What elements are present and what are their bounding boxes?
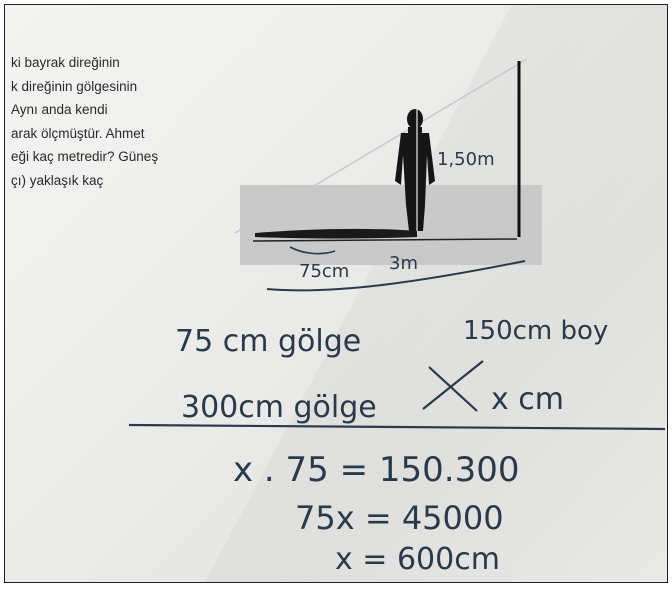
- person-shadow: [255, 228, 417, 239]
- cross-stroke-a: [422, 360, 484, 410]
- ratio-top-left: 75 cm gölge: [175, 324, 361, 359]
- shadow-arc: [266, 260, 526, 292]
- ratio-bottom-left: 300cm gölge: [181, 390, 377, 425]
- paper-fold-shading: [5, 5, 667, 582]
- printed-line: k direğinin gölgesinin: [11, 78, 138, 94]
- ground-line: [252, 238, 518, 242]
- printed-line: çı) yaklaşık kaç: [11, 172, 104, 188]
- person-silhouette: [395, 109, 435, 231]
- shadow-person-label: 75cm: [299, 261, 349, 282]
- printed-line: Aynı anda kendi: [11, 102, 108, 118]
- printed-question-text: ki bayrak direğinin k direğinin gölgesin…: [11, 51, 158, 193]
- ratio-bottom-right: x cm: [491, 382, 564, 417]
- equation-1: x . 75 = 150.300: [233, 450, 520, 490]
- ratio-top-right: 150cm boy: [463, 316, 608, 346]
- shadow-pole-label: 3m: [389, 253, 418, 274]
- fraction-bar: [128, 423, 666, 431]
- ground-band: [240, 185, 542, 265]
- worksheet-photo: ki bayrak direğinin k direğinin gölgesin…: [4, 4, 668, 583]
- equation-2: 75x = 45000: [295, 499, 504, 537]
- height-label: 1,50m: [437, 149, 495, 170]
- drawing-layer: 1,50m 75cm 3m 75 cm gölge 150cm boy 300c…: [128, 58, 666, 577]
- cross-stroke-b: [428, 366, 478, 412]
- equation-3: x = 600cm: [335, 542, 500, 577]
- printed-line: eği kaç metredir? Güneş: [11, 149, 159, 165]
- small-arc: [289, 246, 336, 255]
- printed-line: arak ölçmüştür. Ahmet: [11, 125, 145, 141]
- printed-line: ki bayrak direğinin: [11, 55, 120, 70]
